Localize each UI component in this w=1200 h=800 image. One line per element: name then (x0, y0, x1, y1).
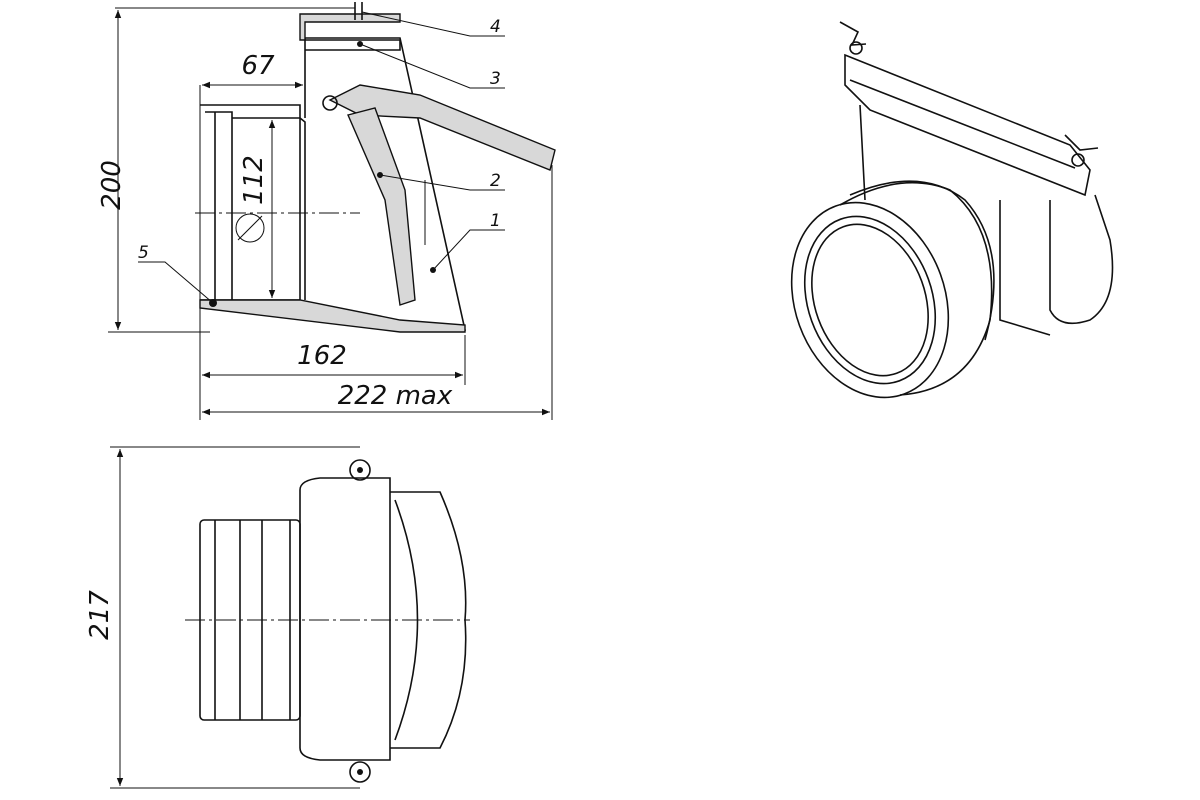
dim-diameter: 112 (239, 155, 269, 205)
isometric-view (790, 21, 1114, 399)
dim-width: 217 (85, 590, 115, 640)
top-view (185, 459, 470, 783)
callout-3: 3 (490, 69, 501, 89)
dim-height: 200 (97, 160, 127, 210)
dim-socket-offset: 67 (241, 51, 275, 81)
dimension-lines (108, 7, 553, 789)
callout-1: 1 (490, 211, 501, 231)
callout-4: 4 (490, 17, 501, 37)
dim-length-max: 222 max (338, 381, 453, 411)
callout-5: 5 (138, 243, 149, 263)
dim-length: 162 (297, 341, 347, 371)
callout-2: 2 (490, 171, 501, 191)
